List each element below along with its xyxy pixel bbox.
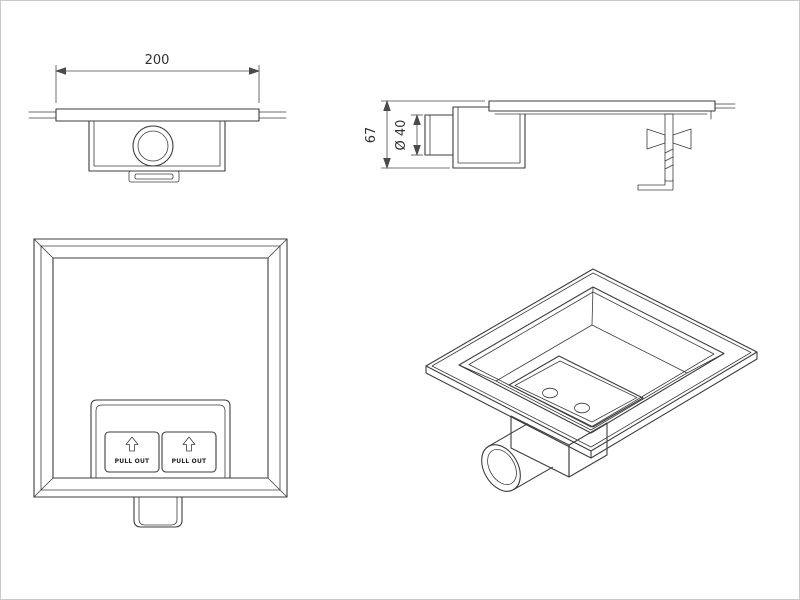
outlet-circle [132, 125, 174, 167]
dim-height-lines [381, 100, 485, 169]
mounting-bracket [637, 113, 692, 191]
side-top-plate [488, 100, 736, 120]
iso-flange [425, 268, 758, 459]
iso-sump-box [510, 415, 608, 478]
isometric-view [425, 268, 758, 492]
pull-tab-left: PULL OUT [104, 431, 160, 473]
pull-tab-left-label: PULL OUT [115, 458, 150, 465]
side-drain-body [452, 106, 526, 169]
bottom-clip [128, 170, 180, 183]
front-elevation-view: 200 [28, 53, 287, 183]
dim-height-label: 67 [364, 127, 379, 144]
iso-pullout-cover [508, 355, 644, 428]
iso-tray [458, 286, 725, 431]
dim-width-label: 200 [145, 53, 170, 68]
dim-diameter-lines [411, 114, 423, 156]
plan-view: PULL OUT PULL OUT [33, 238, 288, 528]
dim-diameter-label: Ø 40 [394, 120, 409, 151]
dim-width-lines [55, 65, 260, 103]
side-elevation-view: 67 Ø 40 [364, 100, 736, 191]
frame-outline [33, 238, 288, 498]
up-arrow-icon [125, 436, 139, 452]
pull-tab-right-label: PULL OUT [172, 458, 207, 465]
top-plate [28, 108, 287, 122]
plan-outlet-stub [133, 496, 183, 528]
up-arrow-icon [182, 436, 196, 452]
iso-opening [458, 286, 725, 434]
pullout-insert [90, 399, 231, 479]
drain-body [88, 120, 226, 172]
side-outlet-pipe [424, 114, 454, 156]
iso-outlet-pipe [481, 423, 554, 492]
pull-tab-right: PULL OUT [161, 431, 217, 473]
